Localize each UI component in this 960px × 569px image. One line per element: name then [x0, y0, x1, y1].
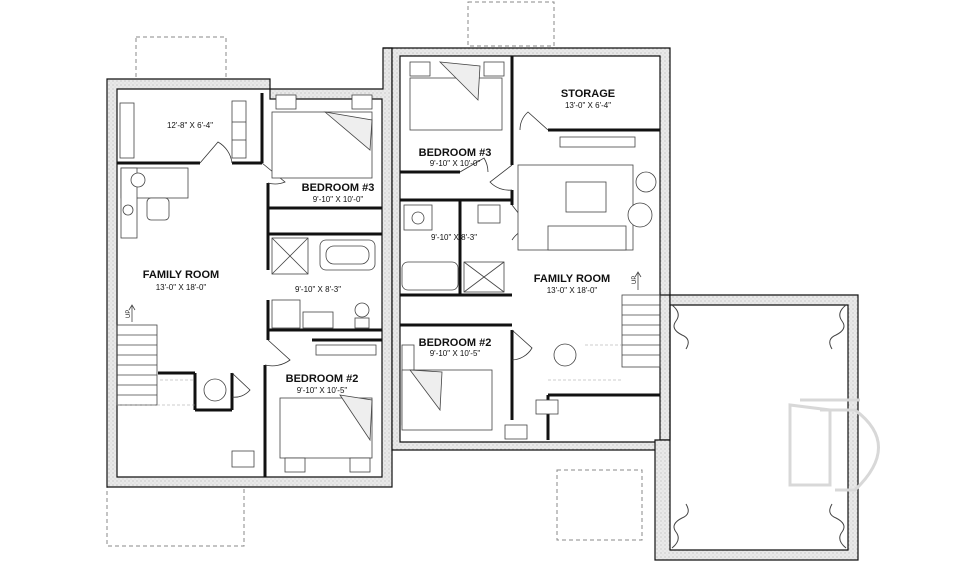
right-family-room-dim: 13'-0" X 18'-0"	[547, 286, 598, 295]
left-stair-up-label: UP	[126, 310, 132, 318]
left-dashed-lines	[117, 379, 195, 406]
right-bedroom3-name: BEDROOM #3	[419, 147, 492, 159]
right-bedroom3-dim: 9'-10" X 10'-0"	[430, 159, 481, 168]
right-stairs	[621, 271, 661, 368]
d-logo-watermark	[788, 398, 880, 492]
garage	[654, 294, 859, 561]
left-family-room-name: FAMILY ROOM	[143, 269, 219, 281]
left-bedroom2-dim: 9'-10" X 10'-5"	[297, 386, 348, 395]
left-unit-fixtures	[119, 94, 377, 473]
right-unit-interior-walls	[400, 56, 660, 440]
left-bedroom3-dim: 9'-10" X 10'-0"	[313, 195, 364, 204]
left-bath-dim: 9'-10" X 8'-3"	[295, 285, 341, 294]
left-office-dim: 12'-8" X 6'-4"	[167, 121, 213, 130]
right-unit-fixtures	[401, 61, 657, 440]
left-unit-interior-walls	[117, 93, 382, 477]
right-storage-name: STORAGE	[561, 88, 615, 100]
left-family-room-dim: 13'-0" X 18'-0"	[156, 283, 207, 292]
left-bedroom3-name: BEDROOM #3	[302, 182, 375, 194]
right-family-room-name: FAMILY ROOM	[534, 273, 610, 285]
right-stair-up-label: UP	[632, 276, 638, 284]
right-bedroom2-name: BEDROOM #2	[419, 337, 492, 349]
right-dashed-lines	[548, 344, 622, 381]
right-storage-dim: 13'-0" X 6'-4"	[565, 101, 611, 110]
left-bedroom2-name: BEDROOM #2	[286, 373, 359, 385]
right-bedroom2-dim: 9'-10" X 10'-5"	[430, 349, 481, 358]
right-bath-dim: 9'-10" X 8'-3"	[431, 233, 477, 242]
left-stairs	[116, 304, 158, 406]
